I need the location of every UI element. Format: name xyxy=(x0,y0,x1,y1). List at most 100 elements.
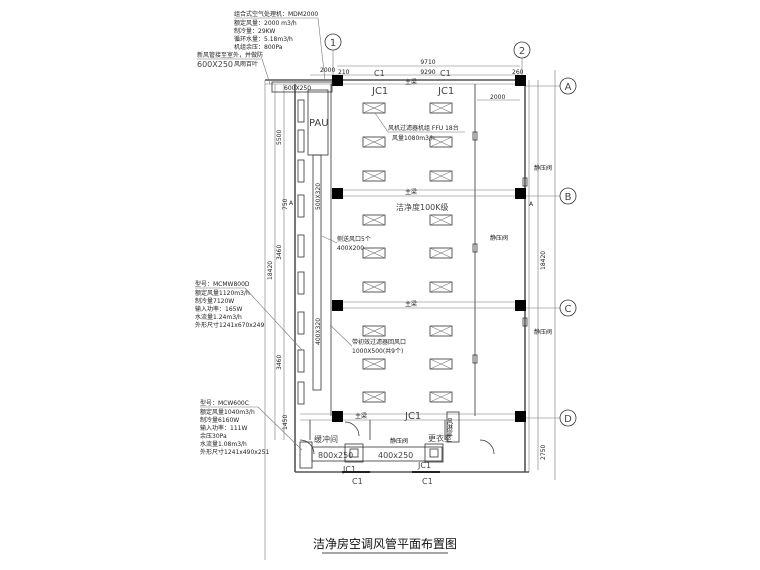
ffu-unit xyxy=(429,214,453,226)
svg-text:750: 750 xyxy=(282,198,289,210)
svg-text:主梁: 主梁 xyxy=(355,412,367,420)
svg-text:洁净度100K级: 洁净度100K级 xyxy=(396,202,449,212)
svg-text:C1: C1 xyxy=(374,69,385,78)
annotations: 组合式空气处理机：MDM2000 额定风量：2000 m3/h 制冷量：29KW… xyxy=(195,10,465,456)
svg-text:A: A xyxy=(529,201,534,208)
svg-text:600X250: 600X250 xyxy=(197,60,233,69)
svg-text:水流量1.08m3/h: 水流量1.08m3/h xyxy=(200,440,247,448)
ffu-unit xyxy=(362,247,386,259)
ffu-unit xyxy=(362,325,386,337)
svg-text:260: 260 xyxy=(512,69,524,76)
air-shower xyxy=(446,411,460,443)
svg-text:水流量1.24m3/h: 水流量1.24m3/h xyxy=(195,313,242,321)
ffu-unit xyxy=(429,102,453,114)
svg-text:2000: 2000 xyxy=(320,67,335,74)
svg-text:机组余压：800Pa: 机组余压：800Pa xyxy=(234,43,283,51)
ffu-unit xyxy=(429,391,453,403)
ffu-grid xyxy=(362,102,453,403)
svg-text:制冷量7120W: 制冷量7120W xyxy=(195,297,234,305)
svg-text:组合式空气处理机：MDM2000: 组合式空气处理机：MDM2000 xyxy=(234,10,318,18)
unit-mcw600c xyxy=(299,441,313,469)
svg-text:外形尺寸1241x490x251: 外形尺寸1241x490x251 xyxy=(200,448,269,456)
ffu-unit xyxy=(362,170,386,182)
svg-text:JC1: JC1 xyxy=(404,411,421,422)
svg-text:制冷量6160W: 制冷量6160W xyxy=(200,416,239,424)
axis-bubble-B xyxy=(559,187,577,205)
axis-bubble-C xyxy=(559,299,577,317)
svg-text:额定风量：2000 m3/h: 额定风量：2000 m3/h xyxy=(234,19,297,27)
dimensions-top: 9710 9290 2000 210 260 C1 C1 2000 xyxy=(310,59,524,101)
svg-text:风机过滤器机组 FFU 18台: 风机过滤器机组 FFU 18台 xyxy=(388,124,459,132)
ffu-unit xyxy=(429,281,453,293)
svg-text:风雨百叶: 风雨百叶 xyxy=(234,60,258,68)
svg-text:C1: C1 xyxy=(352,477,363,486)
drawing-title: 洁净房空调风管平面布置图 xyxy=(313,536,457,551)
svg-text:主梁: 主梁 xyxy=(405,300,417,308)
svg-text:400X320: 400X320 xyxy=(315,318,322,345)
svg-text:210: 210 xyxy=(338,69,350,76)
ffu-unit xyxy=(362,136,386,148)
walls: 18420 2750 18420 5500 3460 3460 750 1450… xyxy=(264,70,556,560)
svg-text:风量1080m3/h: 风量1080m3/h xyxy=(392,135,435,142)
pau-unit: PAU 500X320 400X320 600X250 xyxy=(271,81,333,405)
svg-text:外形尺寸1241x670x249: 外形尺寸1241x670x249 xyxy=(195,321,264,329)
axis-label-C: C xyxy=(565,304,572,315)
svg-text:JC1: JC1 xyxy=(342,465,356,474)
svg-text:400X200: 400X200 xyxy=(337,245,364,252)
svg-text:额定风量1040m3/h: 额定风量1040m3/h xyxy=(200,408,255,416)
svg-text:3460: 3460 xyxy=(276,245,283,260)
fan-coil-unit xyxy=(297,129,305,153)
svg-text:3460: 3460 xyxy=(276,355,283,370)
svg-text:1000X500(共9个): 1000X500(共9个) xyxy=(352,347,403,355)
svg-text:18420: 18420 xyxy=(540,251,547,270)
svg-text:带初效过滤器回风口: 带初效过滤器回风口 xyxy=(352,338,406,346)
svg-text:缓冲间: 缓冲间 xyxy=(314,434,338,444)
grid-axes: 1 2 A B C D xyxy=(324,33,577,427)
ffu-unit xyxy=(429,136,453,148)
axis-bubble-A xyxy=(559,77,577,95)
ffu-unit xyxy=(362,358,386,370)
svg-text:型号：MCW600C: 型号：MCW600C xyxy=(200,399,249,407)
fan-coil-unit xyxy=(297,349,305,373)
ffu-unit xyxy=(362,391,386,403)
svg-text:1450: 1450 xyxy=(282,415,289,430)
svg-text:型号：MCMW800D: 型号：MCMW800D xyxy=(195,280,250,288)
axis-bubble-1 xyxy=(324,33,342,51)
svg-text:主梁: 主梁 xyxy=(405,188,417,196)
svg-text:余压30Pa: 余压30Pa xyxy=(200,432,227,440)
svg-text:静压阀: 静压阀 xyxy=(390,437,408,445)
fan-coil-unit xyxy=(297,381,305,405)
svg-text:800x250: 800x250 xyxy=(318,451,353,460)
svg-text:9710: 9710 xyxy=(420,59,435,66)
relief-valves: 静压阀 静压阀 静压阀 xyxy=(472,131,552,364)
svg-text:循环水量：5.18m3/h: 循环水量：5.18m3/h xyxy=(234,35,293,43)
fan-coil-unit xyxy=(297,159,305,183)
svg-text:C1: C1 xyxy=(422,477,433,486)
axis-label-D: D xyxy=(564,414,572,425)
svg-text:A: A xyxy=(289,200,294,207)
ffu-unit xyxy=(362,214,386,226)
axis-label-1: 1 xyxy=(330,38,336,49)
svg-text:JC1: JC1 xyxy=(371,86,388,97)
svg-text:新风管接至室外，并做防: 新风管接至室外，并做防 xyxy=(197,51,263,59)
svg-text:更衣室: 更衣室 xyxy=(428,433,452,443)
svg-text:静压阀: 静压阀 xyxy=(490,234,508,242)
svg-text:额定风量1120m3/h: 额定风量1120m3/h xyxy=(195,289,250,297)
svg-text:400x250: 400x250 xyxy=(378,451,413,460)
svg-text:JC1: JC1 xyxy=(437,86,454,97)
svg-text:2000: 2000 xyxy=(490,94,505,101)
svg-text:静压阀: 静压阀 xyxy=(534,328,552,336)
ffu-unit xyxy=(362,102,386,114)
svg-text:制冷量：29KW: 制冷量：29KW xyxy=(234,27,275,35)
return-duct xyxy=(311,446,443,462)
ffu-unit xyxy=(362,281,386,293)
axis-bubble-D xyxy=(559,409,577,427)
svg-text:JC1: JC1 xyxy=(417,461,431,470)
ffu-unit xyxy=(429,325,453,337)
columns xyxy=(332,75,526,422)
svg-text:风淋室: 风淋室 xyxy=(446,418,453,436)
svg-text:静压阀: 静压阀 xyxy=(534,164,552,172)
fan-coil-unit xyxy=(297,194,305,218)
svg-text:C1: C1 xyxy=(440,69,451,78)
